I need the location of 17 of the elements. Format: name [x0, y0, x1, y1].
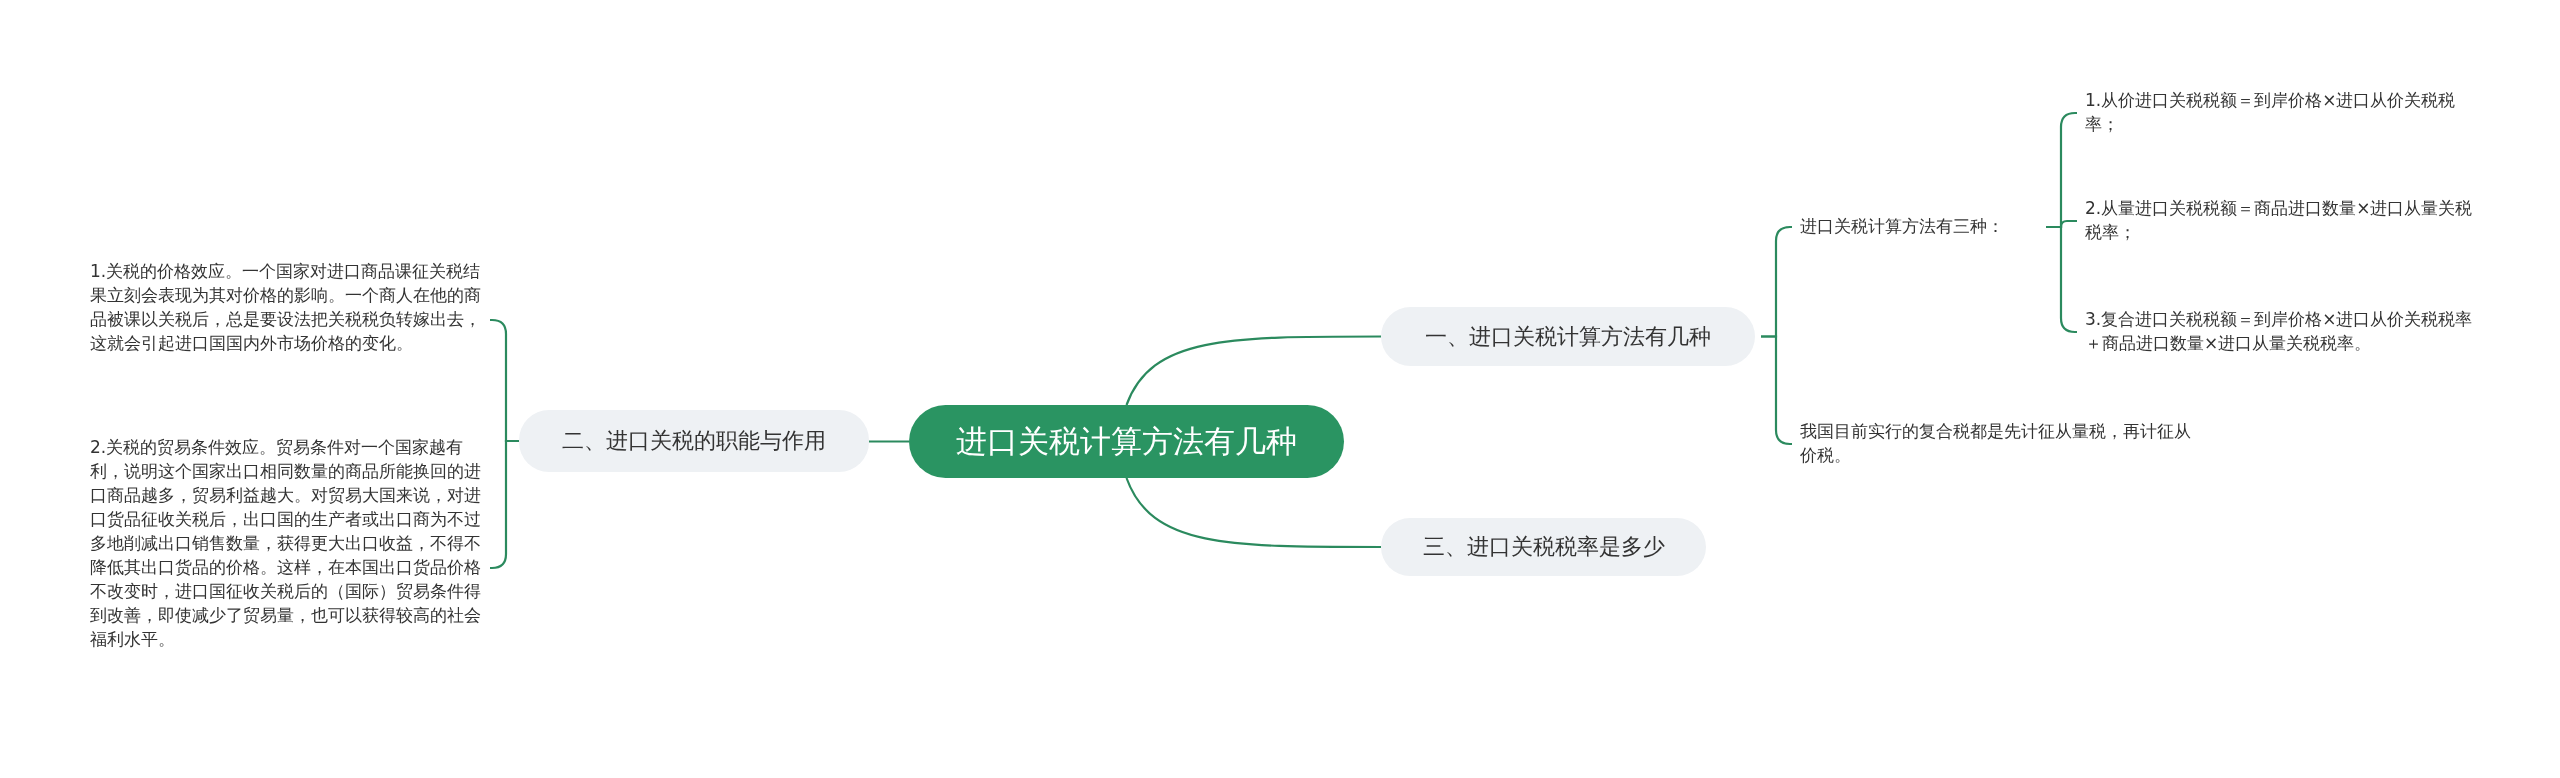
- paragraph-text: 1.关税的价格效应。一个国家对进口商品课征关税结果立刻会表现为其对价格的影响。一个商人在他的商品被课以关税后，总是要设法把关税税负转嫁出去，这就会引起进口国国内外市场价格的变化。: [90, 259, 482, 381]
- connector-line: [2046, 225, 2077, 334]
- connector-line: [869, 440, 909, 443]
- formula-text: 1.从价进口关税税额＝到岸价格×进口从价关税税率；: [2085, 88, 2480, 138]
- connector-line: [490, 439, 519, 570]
- subtopic-box: 二、进口关税的职能与作用: [519, 410, 869, 472]
- formula-text: 3.复合进口关税税额＝到岸价格×进口从价关税税率＋商品进口数量×进口从量关税税率。: [2085, 307, 2485, 357]
- connector-line: [1125, 335, 1381, 406]
- paragraph-text: 2.关税的贸易条件效应。贸易条件对一个国家越有利，说明这个国家出口相同数量的商品所能换回的进口商品越多，贸易利益越大。对贸易大国来说，对进口货品征收关税后，出口国的生产者或出口商为不过多地削减出口销售数量，获得更大出口收益，不得不降低其出口货品的价格。这样，在本国出口货品价格不改变时，进口国征收关税后的（国际）贸易条件得到改善，即使减少了贸易量，也可以获得较高的社会福利水平。: [90, 435, 482, 701]
- topic-box: 进口关税计算方法有几种: [909, 405, 1344, 478]
- subtopic-box: 一、进口关税计算方法有几种: [1381, 307, 1755, 366]
- subtopic-box: 三、进口关税税率是多少: [1381, 518, 1706, 576]
- connector-line: [1761, 335, 1792, 446]
- topic-text: 进口关税计算方法有三种：: [1800, 214, 2040, 240]
- connector-line: [1125, 477, 1381, 549]
- formula-text: 2.从量进口关税税额＝商品进口数量×进口从量关税税率；: [2085, 196, 2480, 246]
- note-text: 我国目前实行的复合税都是先计征从量税，再计征从价税。: [1800, 419, 2200, 469]
